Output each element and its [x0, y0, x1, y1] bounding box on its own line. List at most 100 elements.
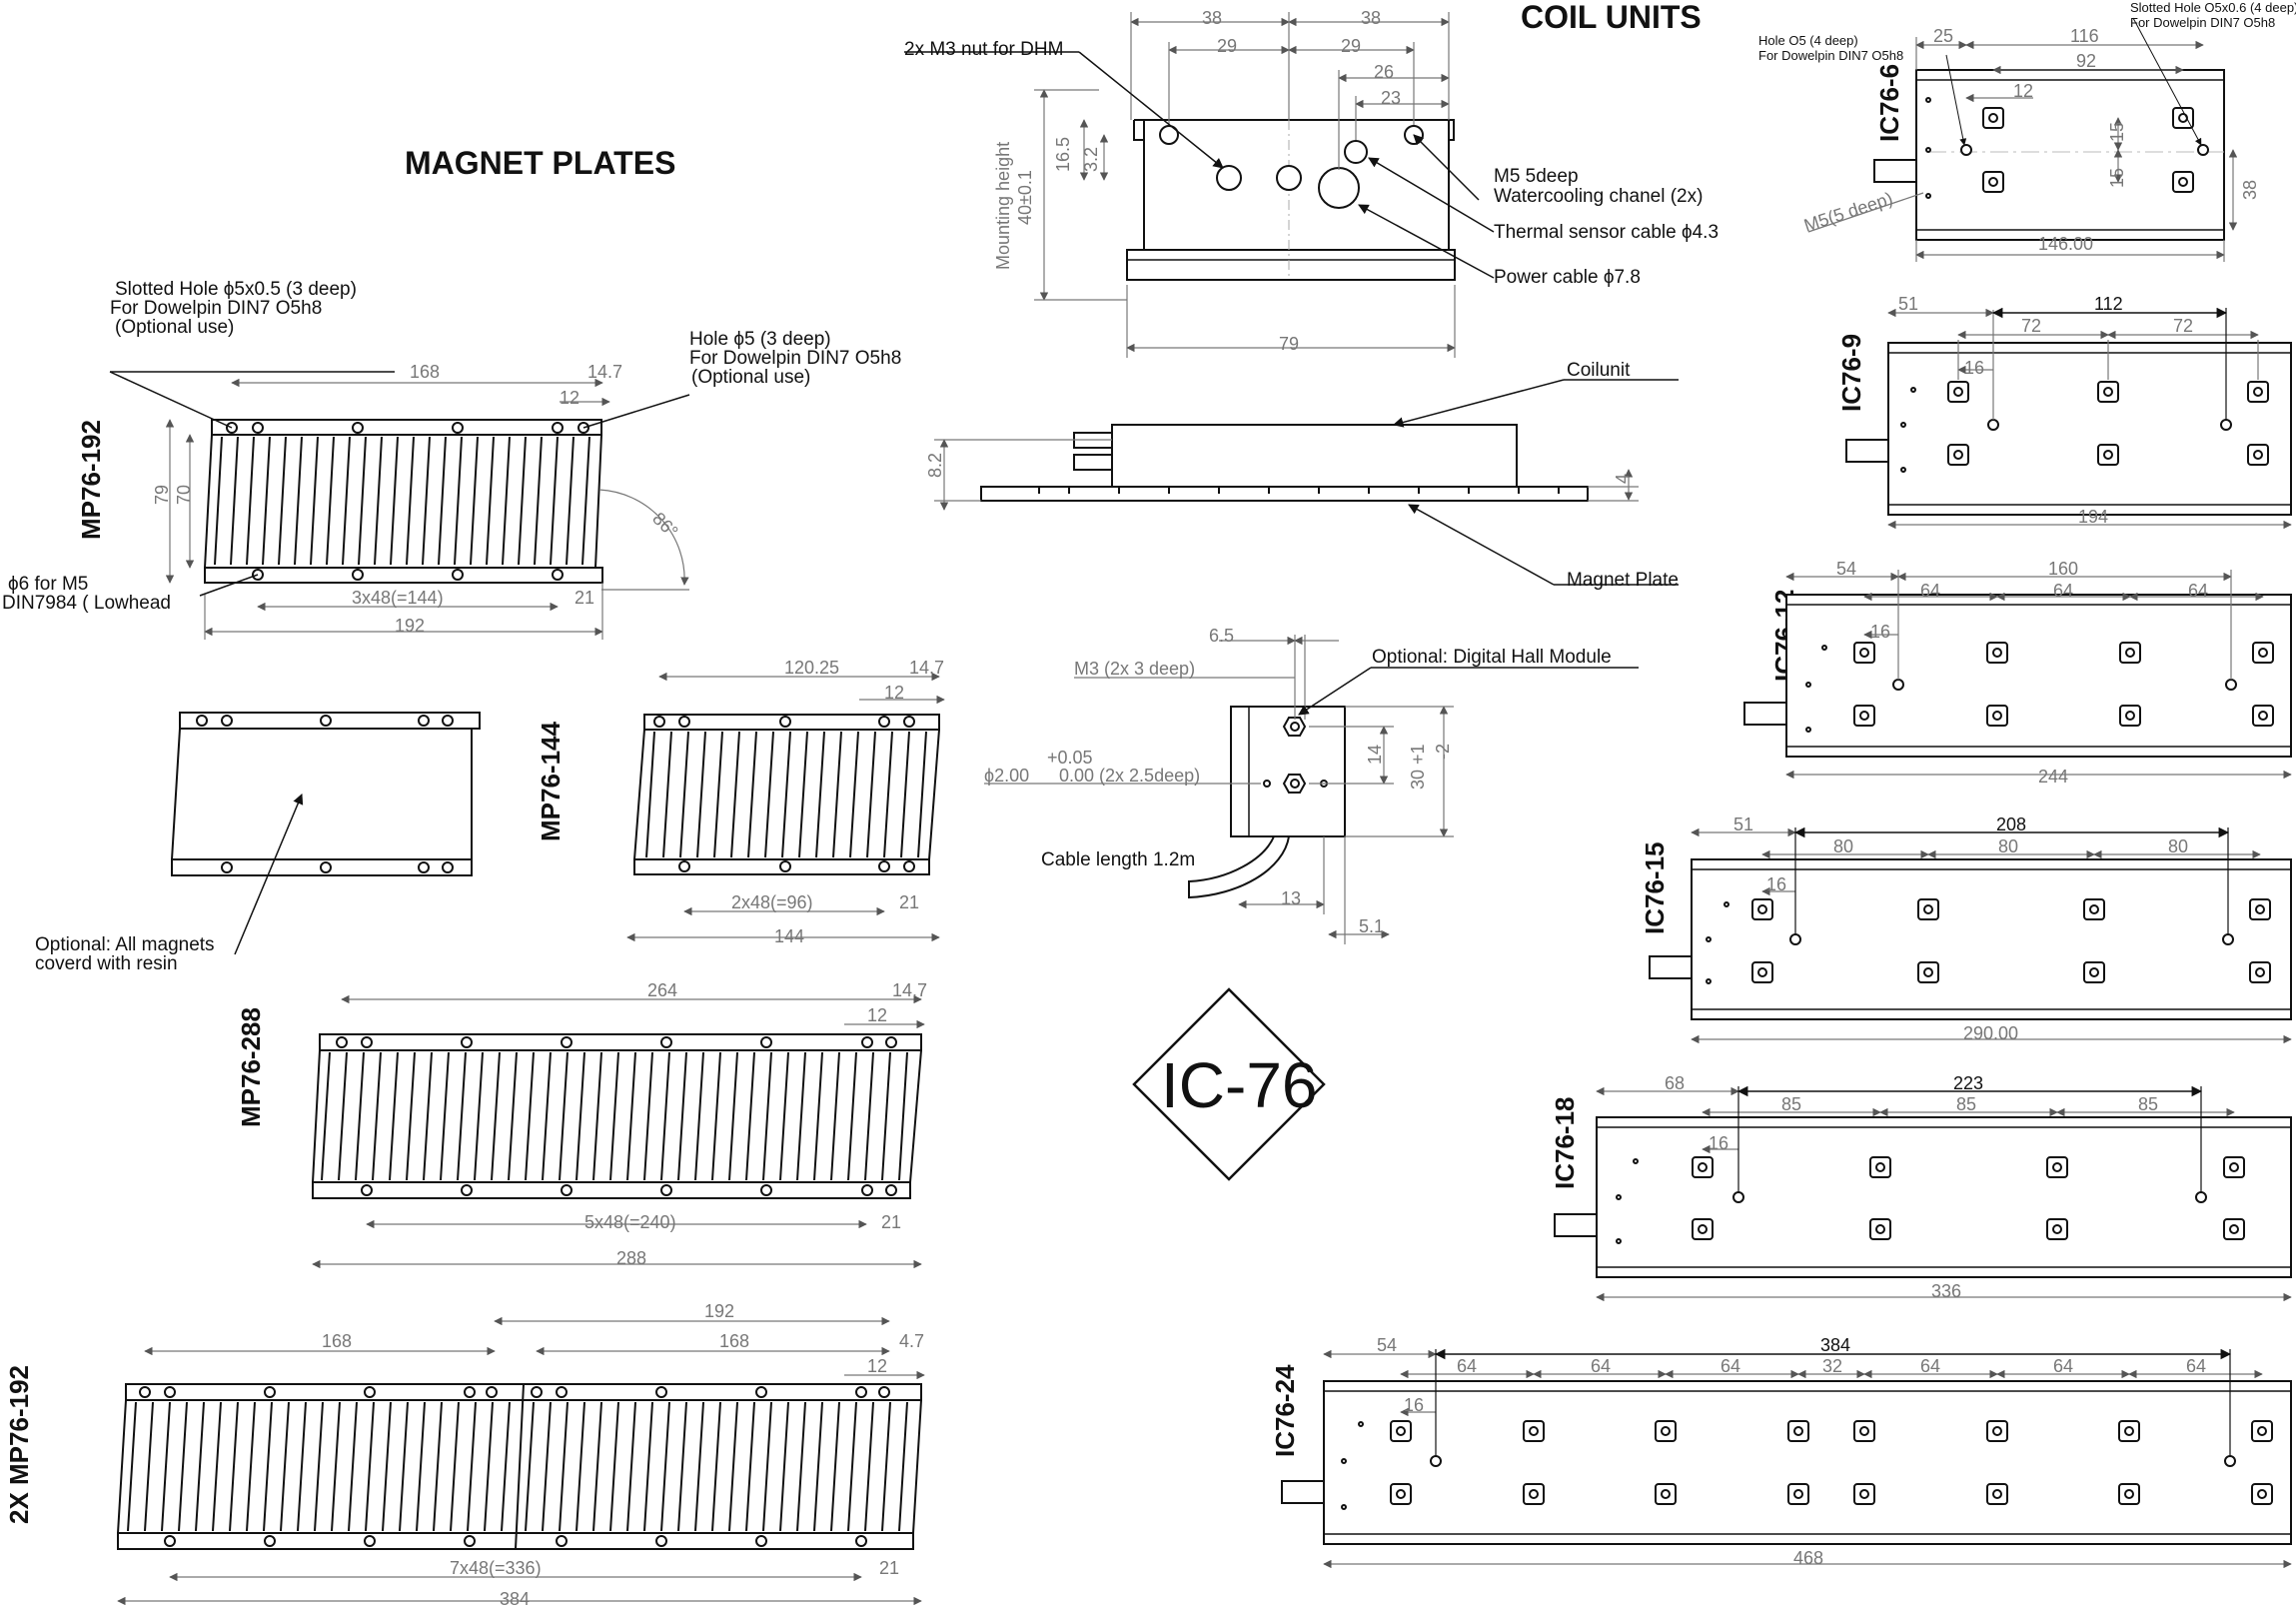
2x-mp76-192-label: 2X MP76-192	[4, 1365, 34, 1524]
ic18-dim-85b: 85	[1956, 1094, 1976, 1114]
mp288-dim-length: 288	[616, 1248, 646, 1268]
ic9-dim-length: 194	[2078, 507, 2108, 527]
ic76-9-unit: IC76-9 51 112 72 72 16 194	[1836, 294, 2292, 530]
section-mount-label: Mounting height	[993, 142, 1013, 270]
hall-module: Optional: Digital Hall Module 6.5 M3 (2x…	[984, 626, 1639, 944]
mp192x2-dim-pitch-a: 168	[322, 1331, 352, 1351]
mp192x2-dim-length: 384	[500, 1589, 530, 1609]
mp76-192-label: MP76-192	[76, 420, 106, 540]
ic24-dim-64d: 64	[1920, 1356, 1940, 1376]
ic6-note-slot-1: Slotted Hole O5x0.6 (4 deep)	[2130, 0, 2296, 15]
mp144-dim-spacing: 2x48(=96)	[731, 892, 813, 912]
ic12-dim-16: 16	[1870, 622, 1890, 642]
ic15-dim-80b: 80	[1998, 836, 2018, 856]
ic15-dim-16: 16	[1766, 874, 1786, 894]
callout-thermal: Thermal sensor cable ϕ4.3	[1494, 222, 1719, 243]
mp192-dim-length: 192	[395, 616, 425, 636]
section-dim-16-5: 16.5	[1053, 137, 1073, 172]
section-dim-3-2: 3.2	[1081, 147, 1101, 172]
ic18-dim-16: 16	[1709, 1133, 1728, 1153]
hall-m3: M3 (2x 3 deep)	[1074, 659, 1195, 679]
section-dim-26: 26	[1374, 62, 1394, 82]
mp192x2-dim-end: 21	[879, 1558, 899, 1578]
mp144-dim-edge: 14.7	[909, 658, 944, 678]
callout-water: Watercooling chanel (2x)	[1494, 186, 1703, 207]
mp288-dim-pitch: 264	[647, 980, 677, 1000]
mp144-dim-end: 21	[899, 892, 919, 912]
ic24-dim-64a: 64	[1457, 1356, 1477, 1376]
mp144-dim-pitch: 120.25	[784, 658, 839, 678]
ic12-dim-54: 54	[1836, 559, 1856, 579]
ic24-dim-64b: 64	[1591, 1356, 1611, 1376]
2x-mp76-192-plate: 2X MP76-192 192 168 168 4.7 12 7x48(=336…	[4, 1301, 925, 1609]
callout-m5: M5 5deep	[1494, 166, 1579, 187]
mp192-hole-note-2: For Dowelpin DIN7 O5h8	[689, 348, 901, 369]
ic15-dim-208: 208	[1996, 814, 2026, 834]
ic76-18-unit: IC76-18 68 223 85	[1550, 1073, 2292, 1302]
ic76-badge: IC-76	[1132, 987, 1326, 1181]
magnet-plates-heading: MAGNET PLATES	[405, 145, 675, 181]
ic18-dim-85a: 85	[1781, 1094, 1801, 1114]
hall-dim-5-1: 5.1	[1359, 916, 1384, 936]
hall-cable: Cable length 1.2m	[1041, 849, 1195, 870]
hall-dim-30: 30 +1	[1408, 744, 1428, 790]
ic6-dim-38: 38	[2240, 180, 2260, 200]
mp192-slotted-note-2: For Dowelpin DIN7 O5h8	[110, 298, 322, 319]
mp76-144-plate: MP76-144 120.25 14.7 12 2x48(=96) 21 144	[536, 658, 945, 946]
mp192-dim-70: 70	[174, 485, 194, 505]
assembly-dim-8-2: 8.2	[925, 453, 945, 478]
ic6-dim-length: 146.00	[2038, 234, 2093, 254]
ic15-dim-80c: 80	[2168, 836, 2188, 856]
ic76-12-unit: IC76-12 54 160 64	[1743, 559, 2292, 787]
callout-power: Power cable ϕ7.8	[1494, 267, 1641, 288]
mp192x2-dim-total: 192	[704, 1301, 734, 1321]
ic24-dim-64f: 64	[2186, 1356, 2206, 1376]
assembly-side-view: 8.2 4 Coilunit Magnet Plate	[925, 360, 1679, 591]
mp76-192-plate: MP76-192 168 14.7 12 79 70 86° 3x48(=144…	[2, 279, 901, 640]
ic15-dim-51: 51	[1733, 814, 1753, 834]
ic24-dim-54: 54	[1377, 1335, 1397, 1355]
resin-plate: Optional: All magnets coverd with resin	[35, 712, 481, 974]
mp192-dim-edge: 14.7	[587, 362, 622, 382]
section-dim-23: 23	[1381, 88, 1401, 108]
mp288-dim-edge: 14.7	[892, 980, 927, 1000]
ic24-dim-384: 384	[1820, 1335, 1850, 1355]
ic24-dim-length: 468	[1793, 1548, 1823, 1568]
mp288-dim-slot: 12	[867, 1005, 887, 1025]
ic24-dim-64c: 64	[1721, 1356, 1740, 1376]
ic24-dim-64e: 64	[2053, 1356, 2073, 1376]
ic12-dim-160: 160	[2048, 559, 2078, 579]
ic76-18-label: IC76-18	[1550, 1097, 1580, 1190]
mp192-slotted-note-1: Slotted Hole ϕ5x0.5 (3 deep)	[115, 279, 357, 300]
mp192-screw-note-1: ϕ6 for M5	[8, 574, 88, 595]
hall-tol-plus: +0.05	[1047, 748, 1093, 768]
hall-dim-14: 14	[1365, 745, 1385, 765]
mp76-288-plate: MP76-288 264 14.7 12 5x48(=240) 21 288	[236, 980, 927, 1269]
ic6-dim-15b: 15	[2107, 168, 2127, 188]
mp192-hole-note-1: Hole ϕ5 (3 deep)	[689, 329, 831, 350]
ic6-m5: M5(5 deep)	[1801, 188, 1895, 235]
section-mount-value: 40±0.1	[1015, 170, 1035, 225]
ic9-dim-16: 16	[1964, 358, 1984, 378]
hall-dim-13: 13	[1281, 888, 1301, 908]
mp192-dim-spacing: 3x48(=144)	[352, 588, 444, 608]
mp192-hole-note-3: (Optional use)	[691, 367, 810, 388]
coil-units-heading: COIL UNITS	[1521, 0, 1702, 35]
mp192x2-dim-edge: 4.7	[899, 1331, 924, 1351]
mp192x2-dim-pitch-b: 168	[719, 1331, 749, 1351]
mp192-dim-end: 21	[574, 588, 594, 608]
ic9-dim-112: 112	[2094, 294, 2123, 314]
ic12-dim-64a: 64	[1920, 581, 1940, 601]
ic18-dim-223: 223	[1953, 1073, 1983, 1093]
mp192-screw-note-2: DIN7984 ( Lowhead	[2, 593, 171, 614]
ic6-dim-92: 92	[2076, 51, 2096, 71]
ic24-dim-32: 32	[1822, 1356, 1842, 1376]
resin-note-1: Optional: All magnets	[35, 934, 215, 955]
section-dim-29b: 29	[1341, 36, 1361, 56]
mp288-dim-spacing: 5x48(=240)	[584, 1212, 676, 1232]
coil-cross-section: 38 38 29 29 26 23 16.5 3.2 Mounting heig…	[904, 8, 1719, 358]
hall-dim-6-5: 6.5	[1209, 626, 1234, 646]
section-dim-width: 79	[1279, 334, 1299, 354]
ic6-dim-12: 12	[2013, 81, 2033, 101]
